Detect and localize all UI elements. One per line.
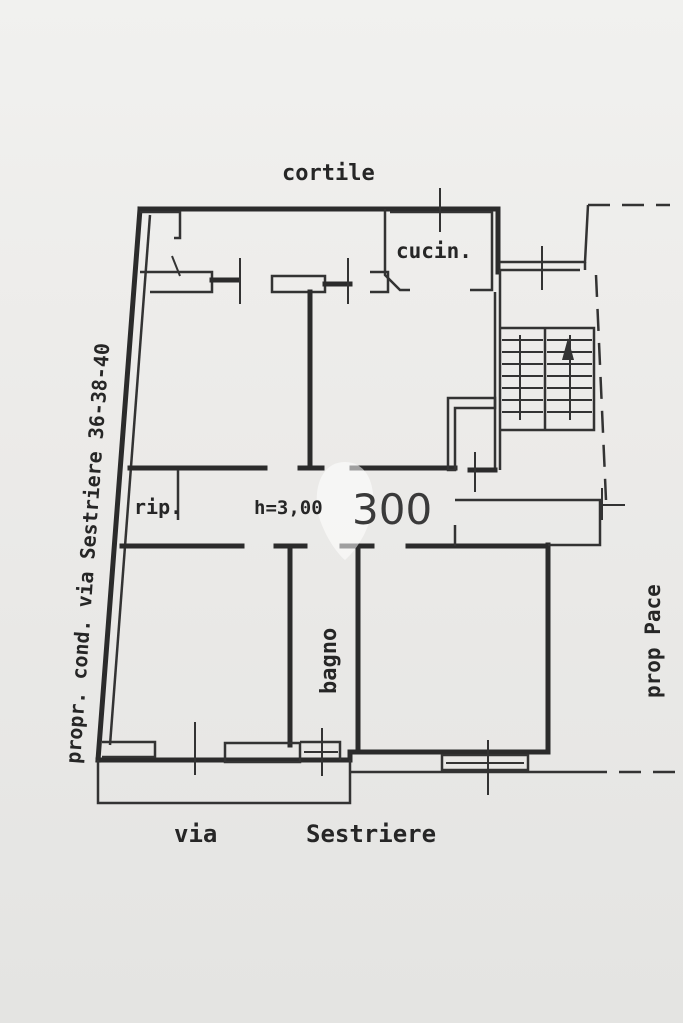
ceiling-height-label: h=3,00 xyxy=(254,497,323,519)
street-label-name: Sestriere xyxy=(306,820,436,848)
right-neighbor-label: prop Pace xyxy=(641,584,665,698)
inner-walls xyxy=(102,209,602,772)
street-label-via: via xyxy=(174,820,217,848)
sheet-number-label: 300 xyxy=(352,485,432,534)
opening-ticks xyxy=(171,188,603,795)
watermark-logo xyxy=(316,462,374,560)
storage-label: rip. xyxy=(134,495,182,519)
property-lines xyxy=(585,203,683,774)
courtyard-label: cortile xyxy=(282,161,375,186)
left-neighbor-label: propr. cond. via Sestriere 36-38-40 xyxy=(61,342,114,764)
kitchen-label: cucin. xyxy=(396,239,472,263)
stairwell xyxy=(498,204,596,470)
bathroom-label: bagno xyxy=(317,628,342,694)
